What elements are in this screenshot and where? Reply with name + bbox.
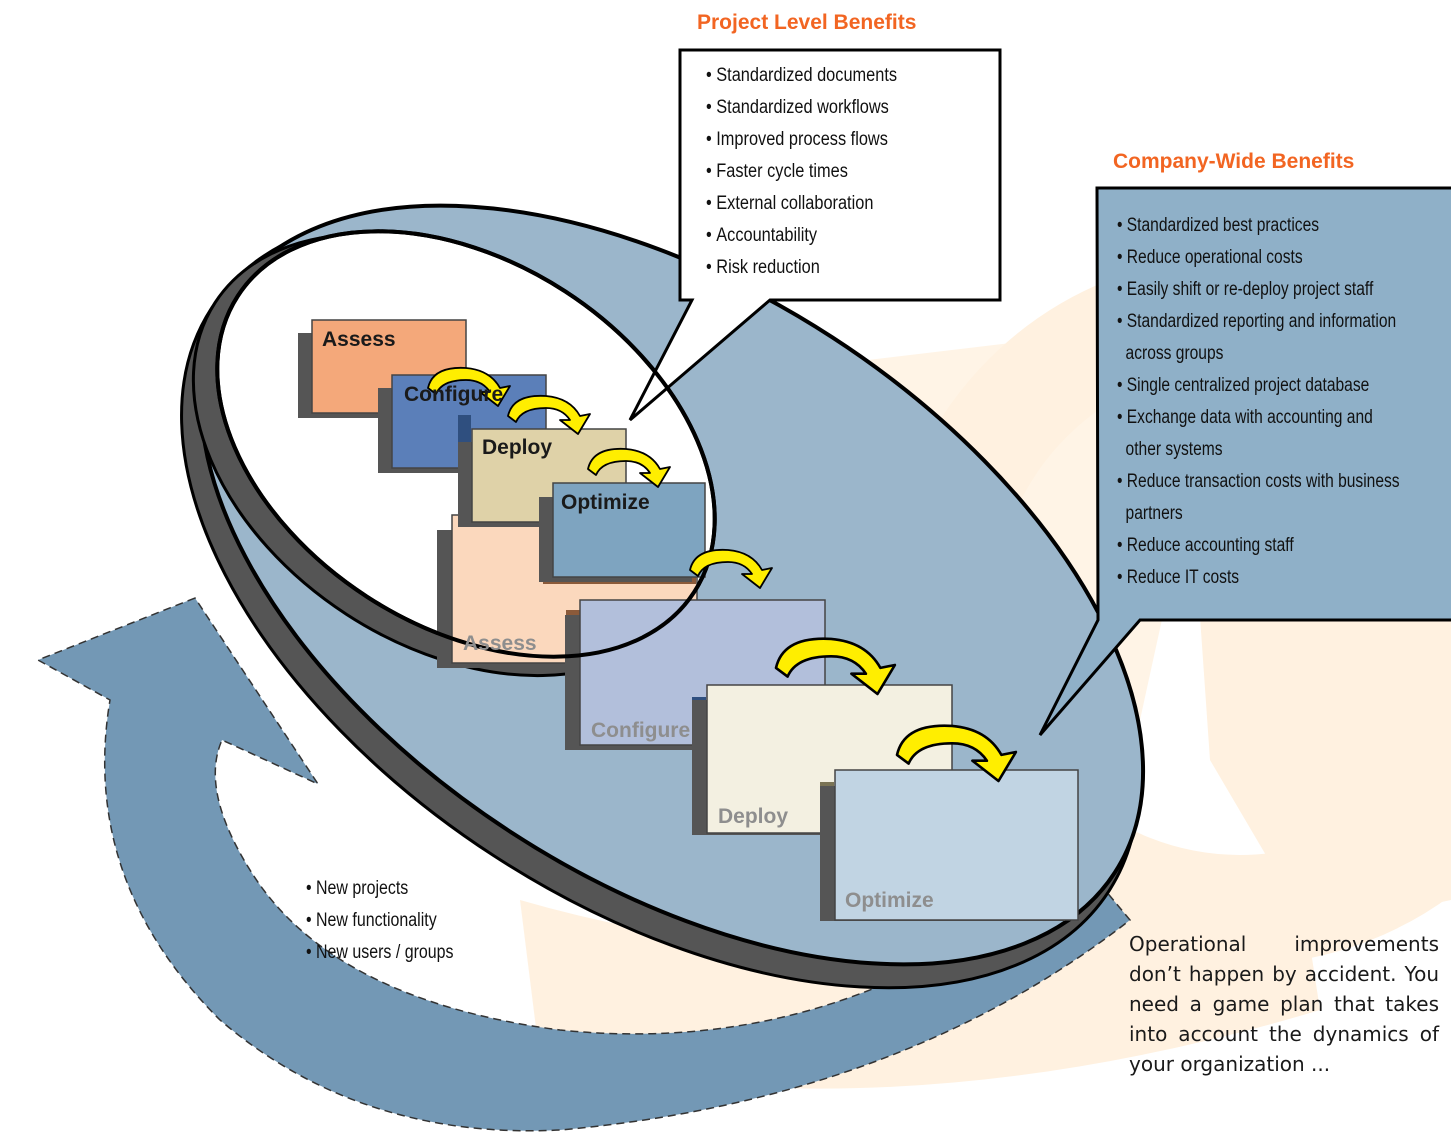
list-item: Standardized best practices <box>1117 210 1412 242</box>
list-item: Improved process flows <box>706 124 897 156</box>
blurb-text: Operational improvements don’t happen by… <box>1129 932 1439 1076</box>
list-item: New users / groups <box>306 937 453 969</box>
growth-list: New projects New functionality New users… <box>306 873 454 969</box>
company-step-optimize-label: Optimize <box>845 889 934 912</box>
list-item: Standardized workflows <box>706 92 897 124</box>
project-step-configure-label: Configure <box>404 383 504 406</box>
company-step-configure-label: Configure <box>591 719 691 742</box>
list-item: Risk reduction <box>706 252 897 284</box>
list-item: Single centralized project database <box>1117 370 1412 402</box>
company-step-assess-label: Assess <box>463 632 537 655</box>
project-step-optimize <box>539 482 706 582</box>
list-item: Faster cycle times <box>706 156 897 188</box>
project-ellipse-outline <box>215 229 717 659</box>
list-item: Accountability <box>706 220 897 252</box>
list-item: Exchange data with accounting and other … <box>1117 402 1412 466</box>
list-item: Reduce operational costs <box>1117 242 1412 274</box>
company-step-deploy-label: Deploy <box>718 805 789 828</box>
company-step-optimize <box>820 769 1079 921</box>
list-item: Reduce accounting staff <box>1117 530 1412 562</box>
project-step-optimize-label: Optimize <box>561 491 650 514</box>
company-benefits-list: Standardized best practices Reduce opera… <box>1117 210 1412 594</box>
list-item: Reduce IT costs <box>1117 562 1412 594</box>
company-benefits-title: Company-Wide Benefits <box>1113 150 1355 173</box>
list-item: New functionality <box>306 905 454 937</box>
project-step-deploy-label: Deploy <box>482 436 553 459</box>
list-item: Standardized documents <box>706 60 897 92</box>
list-item: External collaboration <box>706 188 897 220</box>
project-benefits-title: Project Level Benefits <box>697 11 917 34</box>
cycle-arrow <box>36 597 1132 1132</box>
list-item: Standardized reporting and information a… <box>1117 306 1412 370</box>
list-item: New projects <box>306 873 454 905</box>
list-item: Reduce transaction costs with business p… <box>1117 466 1412 530</box>
project-benefits-list: Standardized documents Standardized work… <box>706 60 897 284</box>
project-step-assess-label: Assess <box>322 328 396 351</box>
list-item: Easily shift or re-deploy project staff <box>1117 274 1412 306</box>
